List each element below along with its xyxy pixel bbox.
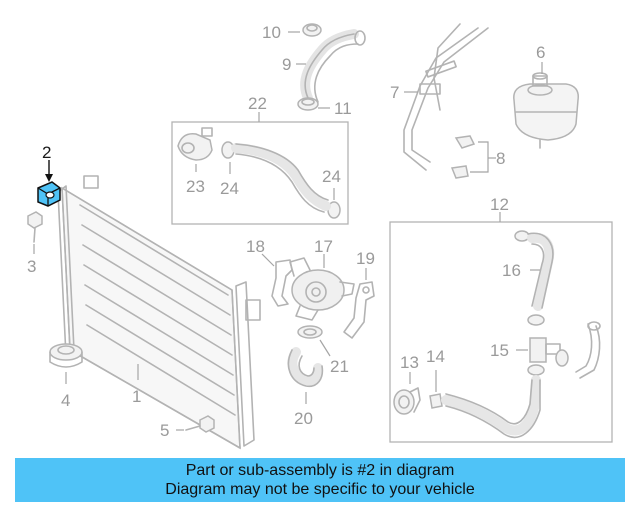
callout-18: 18: [246, 237, 265, 256]
housing-part-23: [177, 127, 213, 161]
clamp-part-10: [302, 23, 322, 37]
callout-23: 23: [186, 177, 205, 196]
callout-16: 16: [502, 261, 521, 280]
callout-6: 6: [536, 43, 545, 62]
hose-part-16: [514, 230, 555, 311]
radiator-part-1: [57, 175, 261, 450]
banner-line-disclaimer: Diagram may not be specific to your vehi…: [165, 481, 475, 498]
callout-10: 10: [262, 23, 281, 42]
gasket-part-21: [297, 325, 323, 339]
flange-part-13: [393, 387, 421, 415]
callout-12: 12: [490, 195, 509, 214]
callout-2: 2: [42, 143, 51, 162]
clamp-part-11: [297, 97, 319, 111]
callout-14: 14: [426, 347, 445, 366]
parts-diagram: 2 3 4 1 5 10 9 11: [27, 23, 613, 450]
reservoir-part-6: [513, 72, 579, 149]
bracket-part-19: [343, 281, 375, 339]
callout-15: 15: [490, 341, 509, 360]
bolt-part-3: [27, 211, 43, 243]
callout-11: 11: [334, 99, 352, 118]
group-box-22: [171, 121, 349, 225]
callout-2-arrow: [45, 174, 53, 182]
hose-part-20: [287, 347, 324, 388]
callout-4: 4: [61, 391, 70, 410]
bracket-part-18: [271, 259, 293, 307]
pipe-part-7: [403, 23, 489, 171]
tee-part-15: [527, 314, 569, 376]
callout-24a: 24: [220, 179, 239, 198]
clip-part-8: [450, 135, 476, 179]
callout-19: 19: [356, 249, 375, 268]
group-box-12: [389, 221, 613, 443]
banner-line-part-info: Part or sub-assembly is #2 in diagram: [185, 462, 455, 479]
hose-part-22: [231, 143, 331, 213]
callout-22: 22: [248, 94, 267, 113]
callout-3: 3: [27, 257, 36, 276]
callout-7: 7: [390, 83, 399, 102]
bolt-part-5: [185, 415, 215, 433]
callout-20: 20: [294, 409, 313, 428]
hose-part-9: [300, 29, 366, 103]
info-banner: Part or sub-assembly is #2 in diagram Di…: [15, 458, 625, 502]
callout-1: 1: [132, 387, 141, 406]
hose-part-15-upper: [575, 321, 601, 379]
callout-5: 5: [160, 421, 169, 440]
mount-part-4: [49, 343, 83, 368]
hose-part-12: [441, 375, 541, 439]
pump-part-17: [289, 257, 355, 321]
callout-13: 13: [400, 353, 419, 372]
clamp-part-14: [429, 393, 443, 409]
callout-24b: 24: [322, 167, 341, 186]
callout-21: 21: [330, 357, 349, 376]
callout-8: 8: [496, 149, 505, 168]
callout-17: 17: [314, 237, 333, 256]
highlighted-part-2: [37, 181, 61, 207]
callout-9: 9: [282, 55, 291, 74]
